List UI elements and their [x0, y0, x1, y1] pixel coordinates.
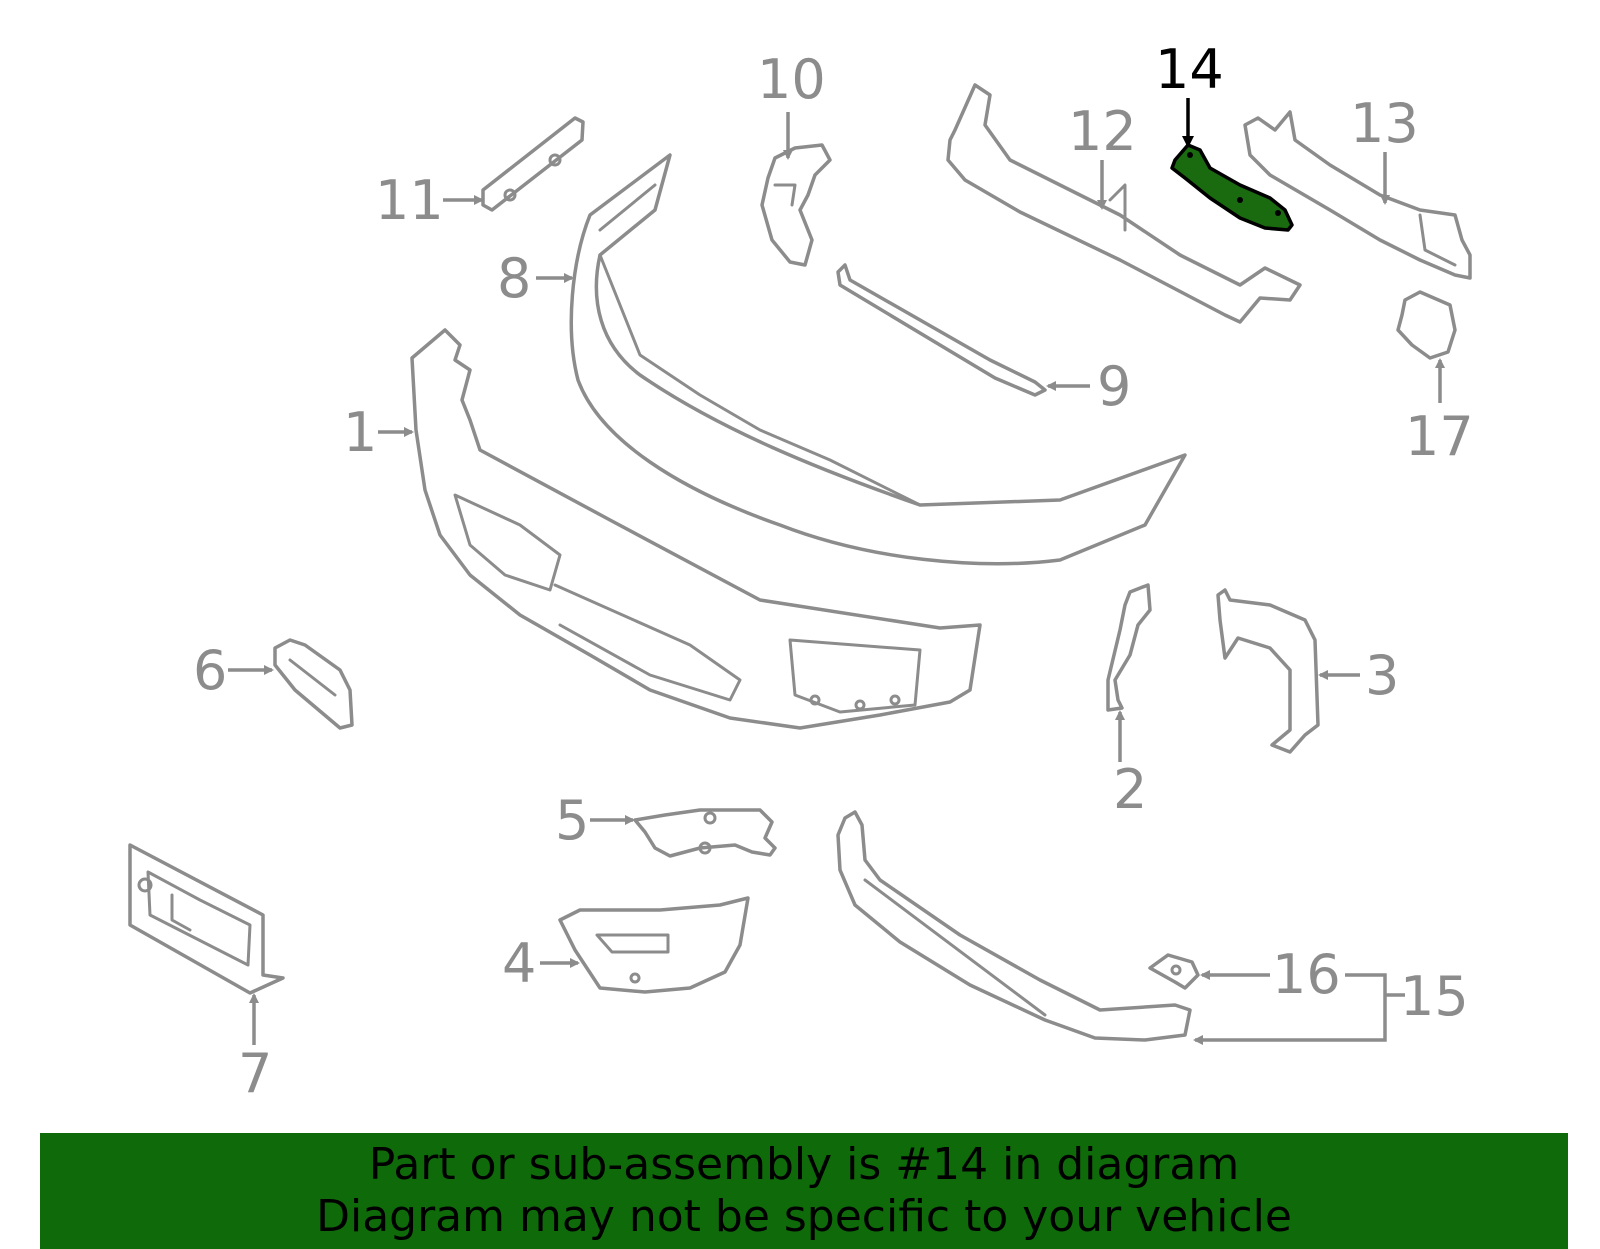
- part-2-bracket[interactable]: [1106, 583, 1152, 712]
- callout-8[interactable]: 8: [497, 247, 531, 310]
- callout-leaders: [228, 98, 1445, 1045]
- part-8-upper-cover[interactable]: [569, 153, 1187, 566]
- callout-14[interactable]: 14: [1155, 38, 1224, 101]
- part-7-license-bracket[interactable]: [128, 843, 285, 995]
- part-16-clip[interactable]: [1148, 953, 1200, 990]
- callout-3[interactable]: 3: [1365, 644, 1399, 707]
- callout-17[interactable]: 17: [1405, 405, 1474, 468]
- part-10-bracket[interactable]: [760, 143, 832, 267]
- callout-5[interactable]: 5: [555, 789, 589, 852]
- banner-line-1: Part or sub-assembly is #14 in diagram: [368, 1139, 1240, 1190]
- part-6-bracket[interactable]: [273, 638, 354, 730]
- callout-2[interactable]: 2: [1113, 758, 1147, 821]
- callout-11[interactable]: 11: [375, 169, 444, 232]
- part-15-spoiler[interactable]: [836, 810, 1192, 1042]
- callout-9[interactable]: 9: [1097, 355, 1131, 418]
- part-5-bracket[interactable]: [633, 808, 777, 858]
- part-3-bracket[interactable]: [1216, 588, 1320, 754]
- part-13-side-member[interactable]: [1243, 110, 1472, 280]
- callout-7[interactable]: 7: [238, 1042, 272, 1105]
- callout-13[interactable]: 13: [1350, 92, 1419, 155]
- callout-12[interactable]: 12: [1068, 100, 1137, 163]
- callout-15[interactable]: 15: [1400, 965, 1469, 1028]
- part-1-bumper-cover[interactable]: [410, 328, 982, 730]
- callout-4[interactable]: 4: [502, 932, 536, 995]
- callout-6[interactable]: 6: [193, 639, 227, 702]
- callout-1[interactable]: 1: [343, 401, 377, 464]
- callout-labels: 1 2 3 4 5 6 7 8 9 10 11 12 13 14 15 16 1…: [193, 38, 1474, 1105]
- part-12-reinforcement[interactable]: [946, 83, 1302, 324]
- callout-16[interactable]: 16: [1272, 943, 1341, 1006]
- part-14-bracket[interactable]: [1170, 143, 1294, 232]
- part-9-strip[interactable]: [836, 263, 1047, 397]
- part-11-bracket[interactable]: [481, 116, 585, 212]
- part-4-cover[interactable]: [558, 896, 750, 994]
- part-17-bracket[interactable]: [1396, 290, 1457, 360]
- banner-line-2: Diagram may not be specific to your vehi…: [316, 1191, 1292, 1242]
- info-banner: Part or sub-assembly is #14 in diagram D…: [40, 1133, 1568, 1249]
- callout-10[interactable]: 10: [757, 48, 826, 111]
